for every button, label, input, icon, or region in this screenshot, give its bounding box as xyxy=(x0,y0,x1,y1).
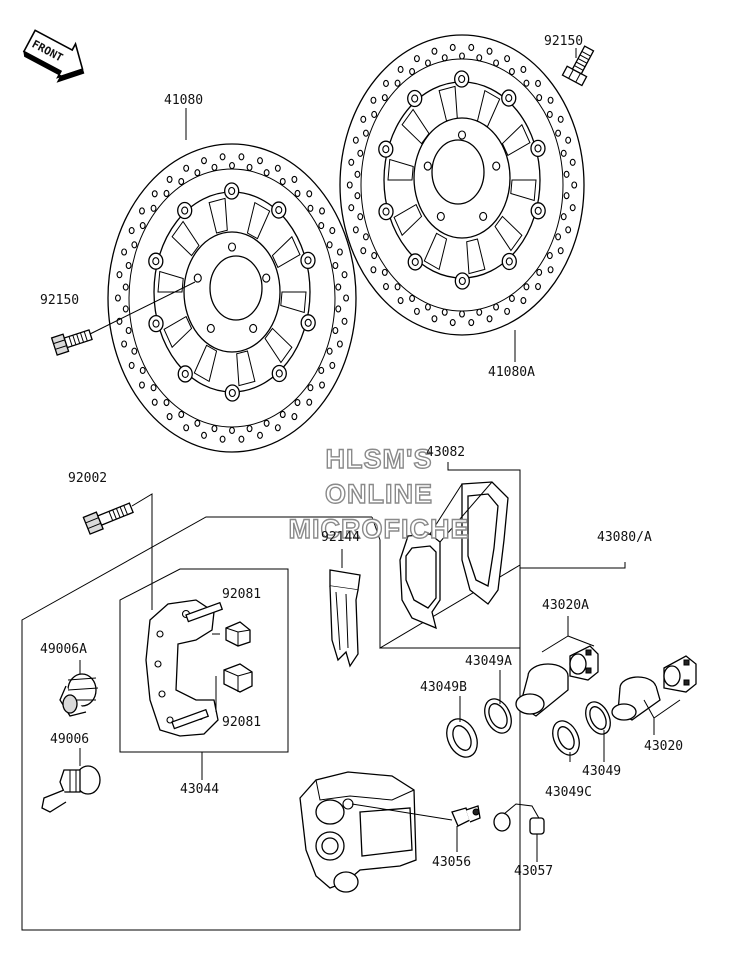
label-92144: 92144 xyxy=(321,530,360,545)
bleeder-cap xyxy=(493,803,545,835)
dust-boot-b xyxy=(41,765,101,813)
watermark-line-1: HLSM'S xyxy=(326,444,433,474)
label-49006: 49006 xyxy=(50,732,89,747)
piston-b xyxy=(611,676,661,721)
caliper-assembly-frame xyxy=(21,516,626,931)
label-43049: 43049 xyxy=(582,764,621,779)
label-41080: 41080 xyxy=(164,93,203,108)
watermark: HLSM'S ONLINE MICROFICHE xyxy=(288,443,470,544)
label-43082: 43082 xyxy=(426,445,465,460)
pad-spring xyxy=(329,569,361,668)
disc-carrier-spokes xyxy=(157,197,307,387)
disc-bolt-right xyxy=(561,45,595,87)
label-49006a: 49006A xyxy=(40,642,87,657)
label-41080a: 41080A xyxy=(488,365,535,380)
label-43020a: 43020A xyxy=(542,598,589,613)
leader-lines xyxy=(79,48,681,862)
disc-hub-bolt-holes xyxy=(423,130,501,221)
brake-disc-left xyxy=(107,143,357,453)
disc-bolt-left xyxy=(50,281,196,356)
label-43049a: 43049A xyxy=(465,654,512,669)
brake-pads xyxy=(399,481,509,630)
label-43049b: 43049B xyxy=(420,680,467,695)
caliper-mount-bolt xyxy=(82,493,153,610)
caliper-bracket xyxy=(145,599,224,737)
label-43044: 43044 xyxy=(180,782,219,797)
seal-a1 xyxy=(484,698,512,734)
label-92150-right: 92150 xyxy=(544,34,583,49)
label-43056: 43056 xyxy=(432,855,471,870)
label-92081-top: 92081 xyxy=(222,587,261,602)
label-43080a: 43080/A xyxy=(597,530,652,545)
label-43020: 43020 xyxy=(644,739,683,754)
label-92002: 92002 xyxy=(68,471,107,486)
label-43049c: 43049C xyxy=(545,785,592,800)
seal-c xyxy=(552,720,580,756)
disc-hub-bolt-holes xyxy=(193,242,271,333)
bracket-frame xyxy=(119,568,289,753)
caliper-body xyxy=(299,771,453,893)
disc-float-buttons xyxy=(378,70,546,290)
disc-float-buttons xyxy=(148,182,316,402)
watermark-line-2: ONLINE xyxy=(325,479,433,509)
disc-drill-holes xyxy=(346,43,578,327)
piston-cap-b xyxy=(663,655,697,693)
pad-clip-top xyxy=(225,621,251,647)
label-43057: 43057 xyxy=(514,864,553,879)
seal xyxy=(585,701,611,735)
front-arrow-icon: FRONT xyxy=(22,29,85,83)
label-92150-left: 92150 xyxy=(40,293,79,308)
dust-boot-a xyxy=(59,673,99,717)
pad-clip-bottom xyxy=(223,663,253,693)
bleeder-valve xyxy=(451,805,481,827)
watermark-line-3: MICROFICHE xyxy=(289,514,470,544)
piston-a xyxy=(515,663,569,717)
disc-drill-holes xyxy=(114,153,350,443)
part-labels: 41080 41080A 92150 92150 92002 43082 921… xyxy=(40,34,683,879)
disc-carrier-spokes xyxy=(387,85,537,275)
seal-b1 xyxy=(446,718,478,758)
piston-cap-a xyxy=(569,645,599,681)
brake-disc-right xyxy=(339,34,585,336)
label-92081-bottom: 92081 xyxy=(222,715,261,730)
